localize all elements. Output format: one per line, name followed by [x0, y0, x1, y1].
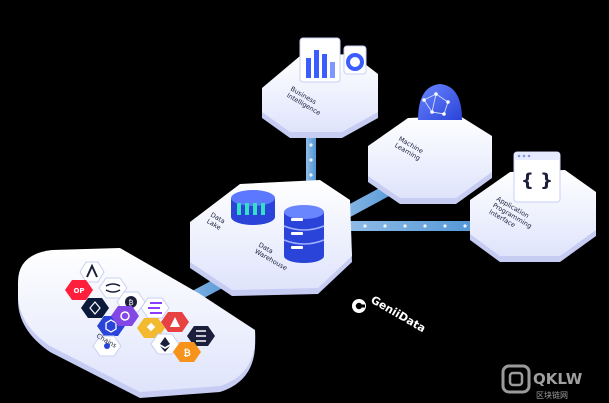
watermark: QKLW 区块链网	[501, 364, 583, 400]
node-machine-learning: Machine Learning	[368, 84, 492, 204]
optimism-icon: OP	[65, 280, 93, 300]
data-lake-icon	[231, 190, 275, 225]
polygon-icon	[111, 306, 139, 326]
node-business-intelligence: Business Intelligence	[262, 37, 378, 138]
svg-text:₿: ₿	[128, 299, 133, 307]
node-central-storage: Data Lake Data Warehouse	[190, 180, 352, 296]
arbitrum-icon	[79, 261, 105, 283]
ethereum-icon	[150, 333, 180, 355]
connector-bi-to-warehouse	[306, 132, 316, 207]
code-window-icon: { }	[513, 151, 561, 203]
flow-icon	[92, 335, 122, 357]
node-chains: OP ₿ ₿ Chains	[18, 248, 256, 398]
node-api: { } Application Programming Interface	[470, 151, 596, 262]
bitcoin-icon: ₿	[173, 342, 201, 362]
connector-dots-api	[363, 224, 467, 228]
svg-text:OP: OP	[73, 287, 84, 295]
bnb-icon	[137, 318, 165, 338]
pie-chart-icon	[343, 45, 367, 75]
connector-api-to-warehouse	[348, 221, 478, 231]
svg-text:{ }: { }	[521, 170, 553, 191]
watermark-logo-icon	[501, 364, 531, 394]
watermark-subtext: 区块链网	[536, 390, 568, 400]
cronos-icon	[81, 298, 109, 318]
avalanche-icon	[161, 312, 189, 332]
geniidata-logo: GeniiData	[352, 293, 428, 335]
data-warehouse-icon	[283, 205, 325, 263]
bar-chart-icon	[299, 37, 341, 83]
near-icon	[187, 326, 215, 346]
cloud-top	[368, 116, 492, 198]
cloud-top	[470, 170, 596, 256]
brain-network-icon	[418, 84, 462, 120]
brand-name: GeniiData	[369, 293, 428, 335]
solana-icon	[140, 297, 170, 319]
watermark-text: QKLW	[533, 370, 583, 388]
svg-text:₿: ₿	[183, 348, 190, 359]
chain-icons: OP ₿ ₿	[65, 261, 215, 362]
